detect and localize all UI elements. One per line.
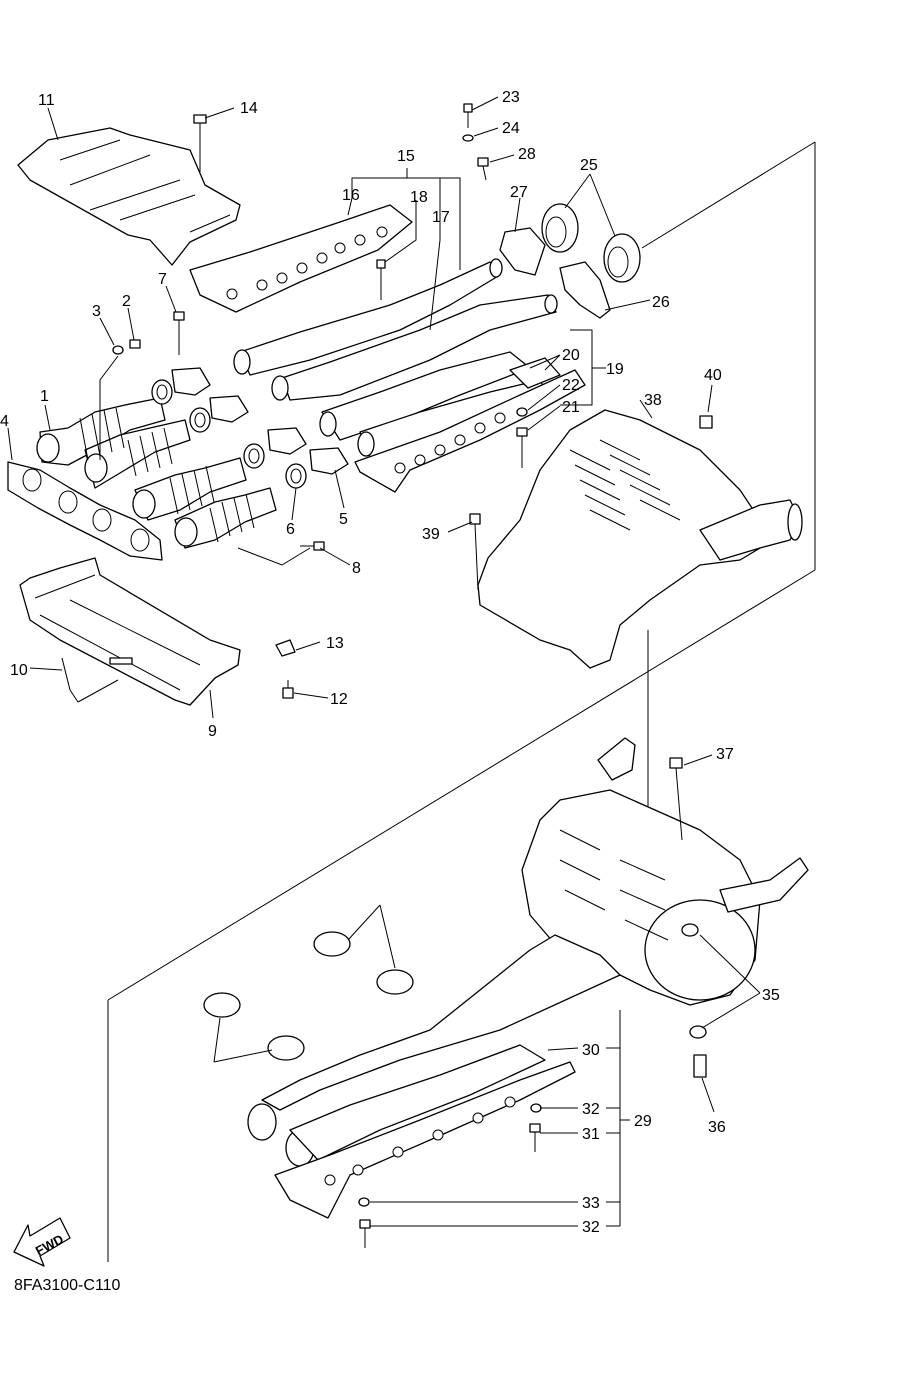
leader-lines: [7, 96, 761, 1227]
callout-16: 16: [342, 187, 360, 204]
part-25-gaskets: [541, 203, 641, 283]
callout-19: 19: [606, 361, 624, 378]
callout-2: 2: [122, 293, 131, 310]
part-8-bolt: [300, 541, 325, 551]
callout-21: 21: [562, 399, 580, 416]
callout-26: 26: [652, 294, 670, 311]
callout-11: 11: [38, 92, 55, 109]
part-9-heat-shield: [19, 557, 241, 706]
part-37-bolt: [469, 513, 481, 591]
callout-4: 4: [0, 413, 9, 430]
callout-37: 39: [422, 526, 440, 543]
callout-10: 10: [10, 662, 28, 679]
callout-27: 27: [510, 184, 528, 201]
part-27-bracket: [499, 227, 546, 276]
callout-28: 28: [518, 146, 536, 163]
part-6-gaskets: [151, 379, 307, 489]
callout-18: 18: [410, 189, 428, 206]
part-35-bolt: [669, 757, 683, 841]
part-40-caps: [203, 992, 305, 1061]
callout-31b: 32: [582, 1219, 600, 1236]
callout-13: 13: [326, 635, 344, 652]
part-23-bolt: [463, 103, 473, 128]
callout-23: 23: [502, 89, 520, 106]
callout-8: 8: [352, 560, 361, 577]
fwd-arrow-icon: FWD: [13, 1217, 71, 1267]
part-30-heat-shield: [274, 1061, 576, 1219]
callout-17: 17: [432, 209, 450, 226]
callout-20: 20: [562, 347, 580, 364]
part-5-clamps: [171, 367, 349, 475]
callout-1: 1: [40, 388, 49, 405]
part-29-muffler: [247, 737, 809, 1167]
part-31-bolts: [359, 1123, 541, 1248]
callout-24: 24: [502, 120, 520, 137]
part-19-exhaust-pipe-lower: [319, 351, 586, 493]
part-4-gasket: [7, 461, 163, 561]
part-26-bracket: [559, 261, 611, 319]
callout-25: 25: [580, 157, 598, 174]
part-34-collar: [693, 1054, 707, 1078]
callout-5: 5: [339, 511, 348, 528]
callout-30: 30: [582, 1042, 600, 1059]
part-38-nut: [699, 415, 713, 429]
callout-7: 7: [158, 271, 167, 288]
part-3-washer: [112, 345, 124, 355]
callout-15: 15: [397, 148, 415, 165]
part-14-bolt: [193, 114, 207, 172]
callout-38: 40: [704, 367, 722, 384]
part-39-caps: [313, 931, 414, 995]
part-20-bracket: [509, 357, 561, 389]
upper-section-frame: [107, 141, 816, 1262]
part-33-grommets: [681, 923, 707, 1039]
part-36-muffler-cover: [477, 409, 803, 669]
part-2-nut: [129, 339, 141, 349]
part-12-bolt: [282, 680, 294, 699]
callout-35: 37: [716, 746, 734, 763]
part-10-bolt: [61, 657, 71, 691]
callout-9: 9: [208, 723, 217, 740]
callout-22: 22: [562, 377, 580, 394]
callout-12: 12: [330, 691, 348, 708]
part-28-bolt: [477, 157, 489, 181]
callout-36: 38: [644, 392, 662, 409]
part-18-bolt: [376, 259, 386, 300]
part-1-exhaust-header: [36, 397, 277, 549]
part-16-heat-shield: [189, 204, 413, 313]
callout-29: 29: [634, 1113, 652, 1130]
diagram-code: 8FA3100-C110: [14, 1277, 121, 1294]
part-13-clip: [275, 639, 296, 657]
callout-6: 6: [286, 521, 295, 538]
part-22-washer: [516, 407, 528, 417]
part-11-heat-shield: [17, 127, 241, 266]
part-21-bolt: [516, 427, 528, 468]
callout-34: 36: [708, 1119, 726, 1136]
callout-14: 14: [240, 100, 258, 117]
callout-33: 35: [762, 987, 780, 1004]
part-7-bolt: [173, 311, 185, 355]
callout-32a: 32: [582, 1101, 600, 1118]
part-17-exhaust-pipe-upper: [233, 258, 558, 401]
callout-labels: 11 14 15 16 18 17 23 24 28 25 27 26 20 1…: [0, 89, 780, 1236]
callout-32b: 33: [582, 1195, 600, 1212]
callout-3: 3: [92, 303, 101, 320]
callout-31a: 31: [582, 1126, 600, 1143]
part-24-washer: [462, 134, 474, 142]
